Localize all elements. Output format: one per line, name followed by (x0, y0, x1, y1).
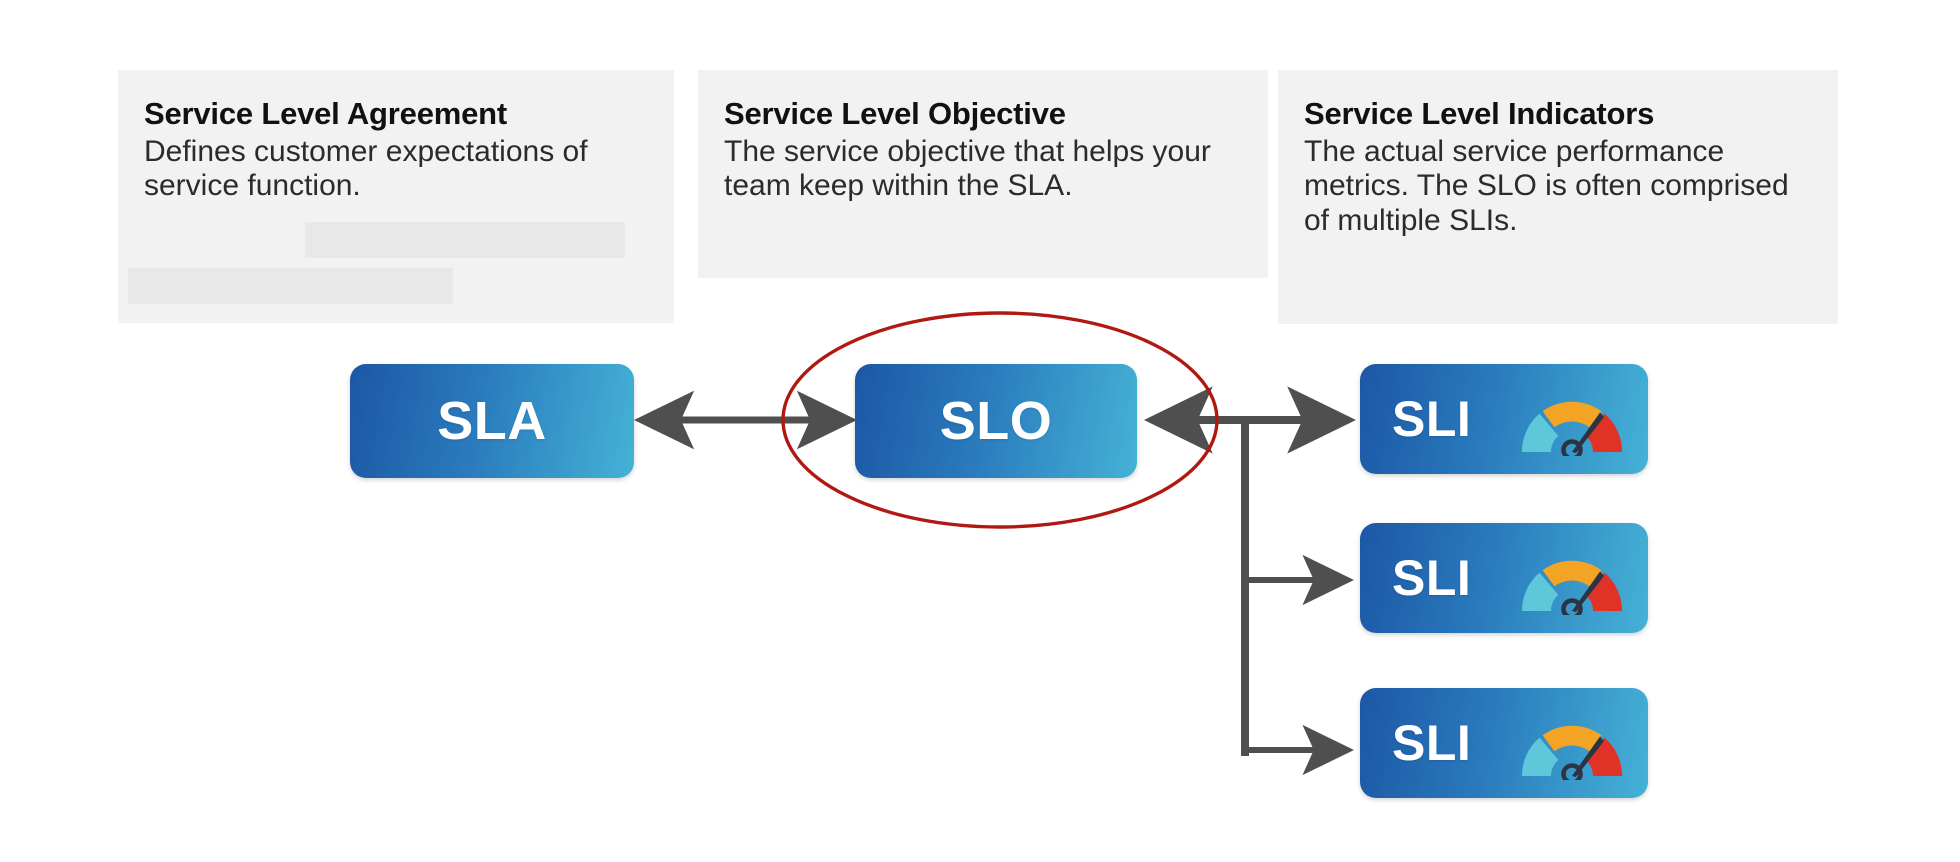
gauge-icon (1514, 390, 1630, 461)
card-body-slo: The service objective that helps your te… (724, 134, 1211, 203)
node-sli-1-label: SLI (1392, 391, 1472, 447)
node-slo-label: SLO (939, 391, 1053, 451)
card-body-sla: Defines customer expectations of service… (144, 134, 588, 203)
card-title-sla: Service Level Agreement (144, 96, 507, 131)
card-body-sli: The actual service performance metrics. … (1304, 134, 1789, 238)
node-sla-label: SLA (437, 391, 547, 451)
node-sli-3[interactable]: SLI (1360, 688, 1648, 798)
definition-card-slo: Service Level Objective The service obje… (698, 70, 1268, 278)
gauge-icon (1514, 714, 1630, 785)
gauge-icon (1514, 549, 1630, 620)
node-sli-2[interactable]: SLI (1360, 523, 1648, 633)
node-sla[interactable]: SLA (350, 364, 634, 478)
node-sli-3-label: SLI (1392, 715, 1472, 771)
redaction-bar (128, 268, 453, 304)
definition-card-sli: Service Level Indicators The actual serv… (1278, 70, 1838, 324)
node-sli-2-label: SLI (1392, 550, 1472, 606)
node-slo[interactable]: SLO (855, 364, 1137, 478)
card-title-sli: Service Level Indicators (1304, 96, 1655, 131)
node-sli-1[interactable]: SLI (1360, 364, 1648, 474)
redaction-bar (305, 222, 625, 258)
card-title-slo: Service Level Objective (724, 96, 1066, 131)
